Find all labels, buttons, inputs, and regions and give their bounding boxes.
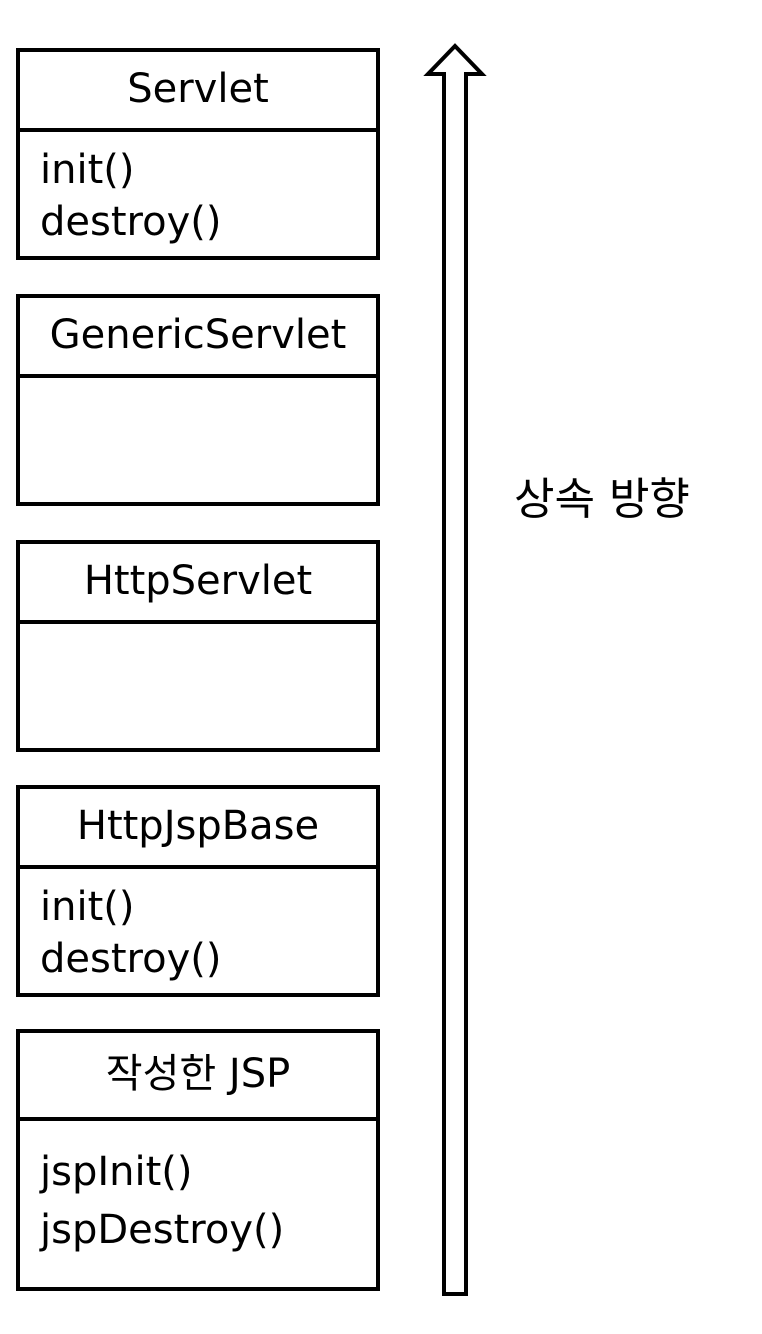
class-box-http-jsp-base: HttpJspBase init() destroy() xyxy=(16,785,380,997)
method-item: jspDestroy() xyxy=(40,1207,285,1253)
class-box-servlet: Servlet init() destroy() xyxy=(16,48,380,260)
class-methods: init() destroy() xyxy=(20,869,376,985)
class-box-http-servlet: HttpServlet xyxy=(16,540,380,752)
class-box-generic-servlet: GenericServlet xyxy=(16,294,380,506)
method-item: jspInit() xyxy=(40,1149,193,1195)
class-name: GenericServlet xyxy=(20,298,376,378)
arrow-shape xyxy=(423,43,487,1296)
method-item: destroy() xyxy=(40,199,222,245)
method-item: init() xyxy=(40,147,135,193)
method-item: destroy() xyxy=(40,936,222,982)
class-methods: jspInit() jspDestroy() xyxy=(20,1121,376,1259)
class-methods xyxy=(20,624,376,636)
class-name: Servlet xyxy=(20,52,376,132)
class-methods: init() destroy() xyxy=(20,132,376,248)
method-item: init() xyxy=(40,884,135,930)
arrow-up-icon xyxy=(423,43,487,1296)
class-name: HttpJspBase xyxy=(20,789,376,869)
class-box-written-jsp: 작성한 JSP jspInit() jspDestroy() xyxy=(16,1029,380,1291)
inheritance-direction-label: 상속 방향 xyxy=(514,474,690,525)
class-name: HttpServlet xyxy=(20,544,376,624)
class-methods xyxy=(20,378,376,390)
class-name: 작성한 JSP xyxy=(20,1033,376,1121)
